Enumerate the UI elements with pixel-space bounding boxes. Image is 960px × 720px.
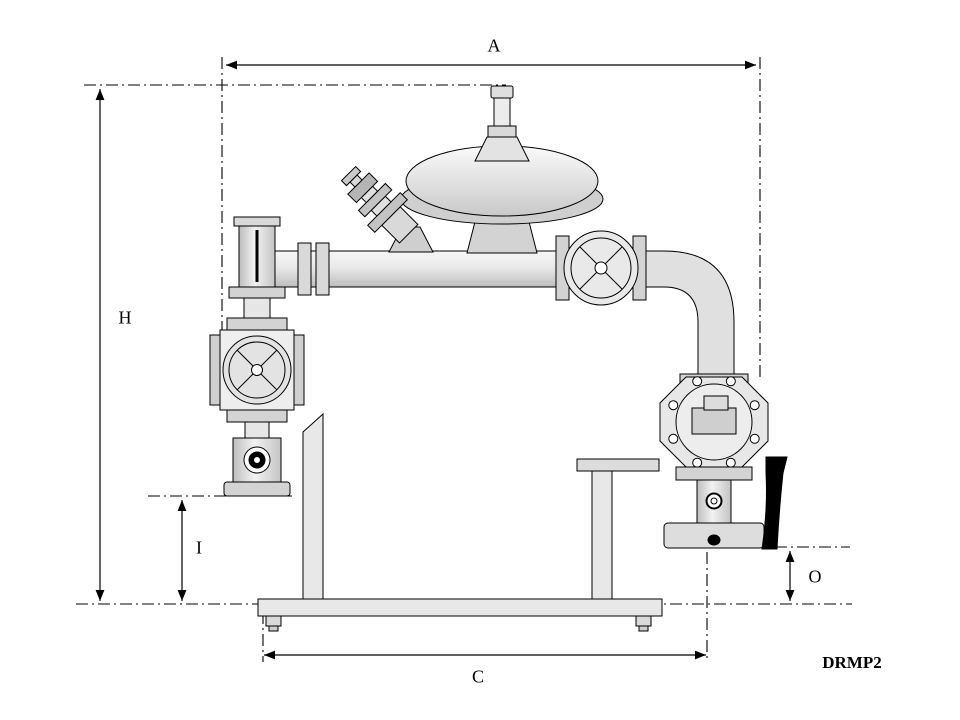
valve-gear-block: [691, 407, 737, 435]
frame-right-post: [591, 469, 613, 602]
pipe-flange: [315, 242, 330, 296]
frame-left-post: [302, 412, 324, 602]
model-label: DRMP2: [822, 653, 882, 672]
valve-gear-top: [703, 395, 729, 411]
bolt-hole: [725, 457, 736, 468]
dimension-lines: [95, 60, 795, 660]
flange: [226, 317, 288, 331]
base-plate: [257, 598, 663, 617]
flange: [226, 409, 288, 423]
outlet-port-dot: [707, 534, 721, 546]
inlet-bottom-flange: [223, 481, 291, 497]
dimension-label-a: A: [487, 35, 501, 56]
pressure-regulator: [400, 85, 604, 254]
sight-valve: [555, 230, 647, 306]
centerlines: [76, 57, 852, 662]
base-foot-right: [635, 615, 652, 627]
bolt-hole: [725, 376, 736, 387]
regulator-bonnet: [474, 136, 530, 162]
dimension-label-o: O: [808, 566, 822, 587]
dimension-label-c: C: [471, 666, 485, 687]
pilot-valve: [340, 165, 434, 253]
bolt-hole: [668, 400, 679, 411]
actuator-cap: [233, 216, 281, 227]
support-frame: [257, 412, 663, 632]
outlet-valve: [659, 373, 788, 550]
bolt-hole: [692, 457, 703, 468]
base-foot-left: [265, 615, 282, 627]
regulator-stem: [493, 97, 511, 129]
dimension-label-h: H: [118, 307, 132, 328]
spool: [244, 421, 270, 439]
pipe-flange: [297, 242, 312, 296]
valve-handle: [761, 456, 788, 550]
valve-side-flange: [209, 334, 221, 406]
dimension-label-i: I: [196, 537, 202, 558]
inlet-assembly: [209, 216, 305, 497]
bolt-hole: [668, 433, 679, 444]
bolt-hole: [749, 400, 760, 411]
main-pipe: [256, 242, 561, 296]
valve-hub: [251, 364, 263, 376]
outlet-elbow: [645, 250, 735, 375]
valve-side-flange: [293, 334, 305, 406]
flange: [675, 466, 753, 481]
sight-valve-hub: [594, 261, 608, 275]
spool: [243, 297, 271, 319]
bolt-hole: [692, 376, 703, 387]
bolt-hole: [749, 433, 760, 444]
flange: [228, 286, 286, 299]
frame-bracket: [576, 458, 660, 472]
